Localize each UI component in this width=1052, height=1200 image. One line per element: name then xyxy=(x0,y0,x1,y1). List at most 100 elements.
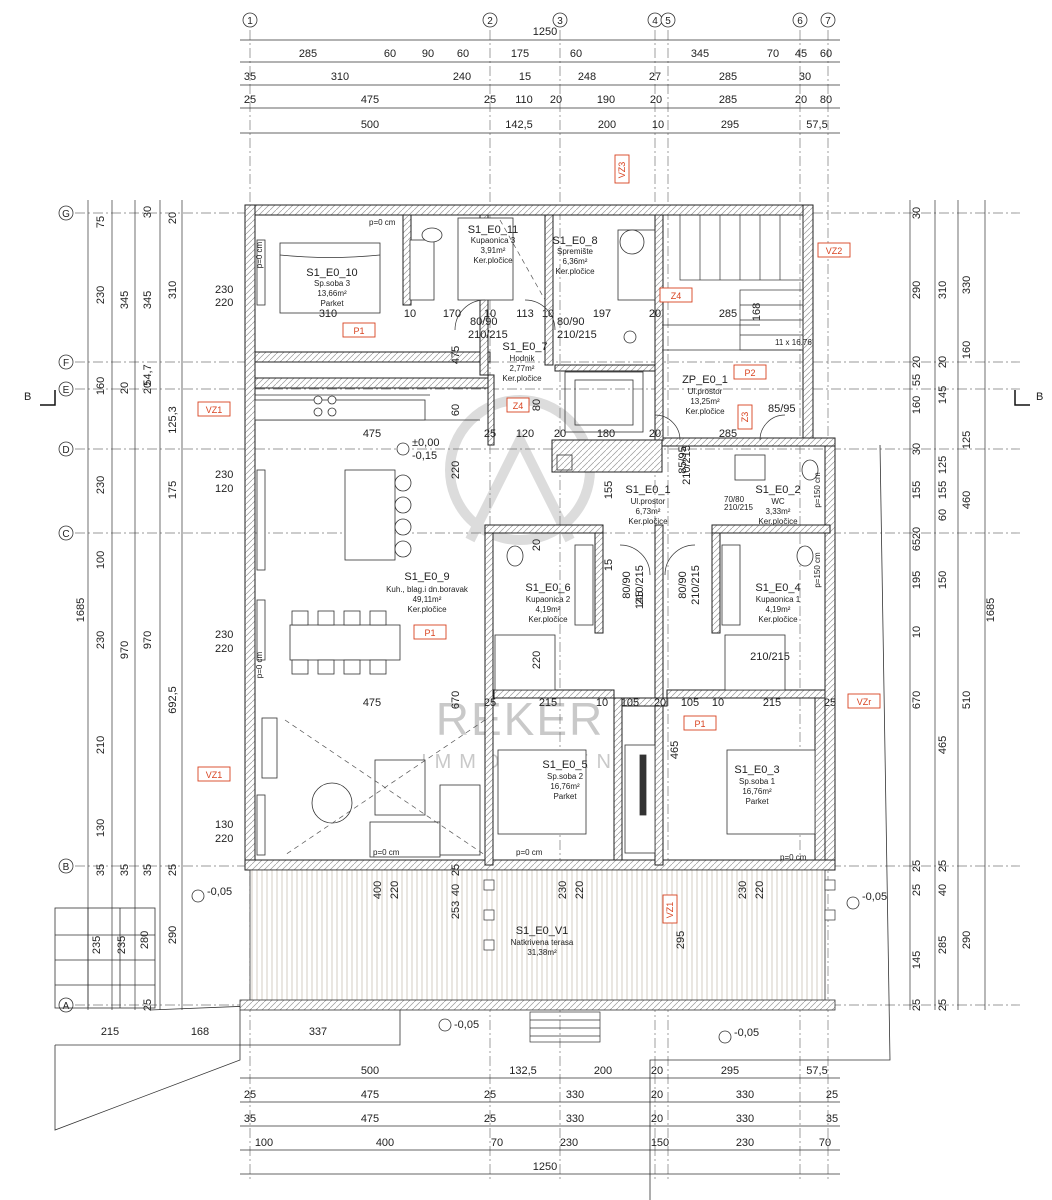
axis-col-7: 7 xyxy=(825,16,831,27)
room-label-s1-e0-6: S1_E0_6 Kupaonica 2 4,19m² Ker.pločice xyxy=(525,582,570,624)
plan-label: P1 xyxy=(424,628,435,638)
dim-total-bottom: 1250 xyxy=(533,1161,557,1173)
plan-label: 90 xyxy=(422,48,434,60)
plan-label: 168 xyxy=(751,303,763,321)
plan-label: 290 xyxy=(961,931,973,949)
plan-label: 197 xyxy=(593,308,611,320)
plan-label: 80 xyxy=(531,399,543,411)
plan-label: -0,15 xyxy=(412,450,437,462)
plan-label: Ker.pločice xyxy=(628,517,668,526)
plan-label: 190 xyxy=(597,94,615,106)
plan-label: 10 xyxy=(652,119,664,131)
plan-label: 16,76m² xyxy=(742,787,772,796)
plan-label: 230 xyxy=(557,881,569,899)
plan-label: 280 xyxy=(139,931,151,949)
plan-label: VZ1 xyxy=(665,902,675,919)
plan-label: 20 xyxy=(531,539,543,551)
plan-label: 11 x 16.76 xyxy=(775,338,812,347)
sill-labels: p=0 cm p=0 cm p=0 cm p=0 cm p=0 cm p=150… xyxy=(255,218,822,862)
plan-label: Z3 xyxy=(740,412,750,423)
plan-label: 220 xyxy=(754,881,766,899)
plan-label: 55 xyxy=(911,374,923,386)
plan-label: Sp.soba 2 xyxy=(547,772,584,781)
plan-label: 70 xyxy=(491,1137,503,1149)
plan-label: 85/95 xyxy=(768,403,796,415)
plan-label: Kupaonica 1 xyxy=(756,595,801,604)
plan-label: 215 xyxy=(539,697,557,709)
stair-inner-dims: 285 168 11 x 16.76 xyxy=(719,303,813,347)
plan-label: 25 xyxy=(484,697,496,709)
room-label-s1-e0-8: S1_E0_8 Spremište 6,36m² Ker.pločice xyxy=(552,235,597,276)
plan-label: 10 xyxy=(596,697,608,709)
plan-label: p=0 cm xyxy=(255,241,264,268)
plan-label: 100 xyxy=(95,551,107,569)
plan-label: 215 xyxy=(763,697,781,709)
plan-label: Ker.pločice xyxy=(758,517,798,526)
plan-label: 10 xyxy=(542,308,554,320)
plan-label: 220 xyxy=(574,881,586,899)
axis-row-C: C xyxy=(62,529,69,540)
window-dims: 230 220 230 120 230 220 130 220 xyxy=(215,284,233,845)
plan-label: 400 xyxy=(376,1137,394,1149)
dim-total-top: 1250 xyxy=(533,26,557,38)
room-label-s1-e0-2: S1_E0_2 WC 3,33m² Ker.pločice xyxy=(755,484,800,526)
plan-label: 295 xyxy=(721,1065,739,1077)
plan-label: 125 xyxy=(937,456,949,474)
beds-sp-soba-1-2 xyxy=(497,744,816,854)
plan-label: 235 xyxy=(116,936,128,954)
plan-label: 220 xyxy=(531,651,543,669)
internal-stair xyxy=(679,214,804,351)
plan-label: VZ3 xyxy=(617,162,627,179)
plan-label: 10 xyxy=(712,697,724,709)
plan-label: 57,5 xyxy=(806,119,827,131)
plan-label: p=150 cm xyxy=(813,472,822,508)
plan-label: 692,5 xyxy=(167,686,179,714)
plan-label: 130 xyxy=(215,819,233,831)
plan-label: Ker.pločice xyxy=(473,256,513,265)
plan-label: 170 xyxy=(443,308,461,320)
lower-left-dims: 215 168 337 xyxy=(101,1026,327,1038)
axis-bubbles xyxy=(58,12,836,1013)
svg-text:168: 168 xyxy=(191,1026,209,1038)
plan-label: 310 xyxy=(937,281,949,299)
plan-label: 13,25m² xyxy=(690,397,720,406)
plan-label: 180 xyxy=(597,428,615,440)
plan-label: 25 xyxy=(484,1089,496,1101)
plan-label: 20 xyxy=(142,382,154,394)
plan-label: 3,91m² xyxy=(481,246,506,255)
annotation-tags xyxy=(197,154,881,924)
plan-label: 210/215 xyxy=(750,651,790,663)
plan-label: 160 xyxy=(911,396,923,414)
plan-label: Z4 xyxy=(513,401,524,411)
axis-col-4: 4 xyxy=(652,16,658,27)
plan-label: 27 xyxy=(649,71,661,83)
plan-label: 145 xyxy=(937,386,949,404)
plan-label: 230 xyxy=(215,469,233,481)
plan-label: 345 xyxy=(119,291,131,309)
plan-label: 60 xyxy=(820,48,832,60)
plan-label: 20 xyxy=(651,1089,663,1101)
plan-label: 230 xyxy=(215,629,233,641)
plan-label: 20 xyxy=(795,94,807,106)
plan-label: 25 xyxy=(911,860,923,872)
plan-label: 200 xyxy=(594,1065,612,1077)
living-dashes xyxy=(284,219,546,856)
plan-label: P1 xyxy=(694,719,705,729)
plan-label: 35 xyxy=(119,864,131,876)
plan-label: 35 xyxy=(142,864,154,876)
plan-label: 290 xyxy=(911,281,923,299)
plan-label: 20 xyxy=(649,428,661,440)
plan-label: 25 xyxy=(450,864,462,876)
plan-label: Hodnik xyxy=(510,354,536,363)
plan-label: 345 xyxy=(691,48,709,60)
plan-label: 310 xyxy=(331,71,349,83)
plan-label: 85/95 xyxy=(677,446,689,474)
plan-label: S1_E0_6 xyxy=(525,582,570,594)
plan-label: 230 xyxy=(737,881,749,899)
plan-label: 20 xyxy=(651,1113,663,1125)
plan-label: 25 xyxy=(244,1089,256,1101)
plan-label: 130 xyxy=(95,819,107,837)
plan-label: 285 xyxy=(719,71,737,83)
plan-label: 40 xyxy=(450,884,462,896)
svg-text:337: 337 xyxy=(309,1026,327,1038)
